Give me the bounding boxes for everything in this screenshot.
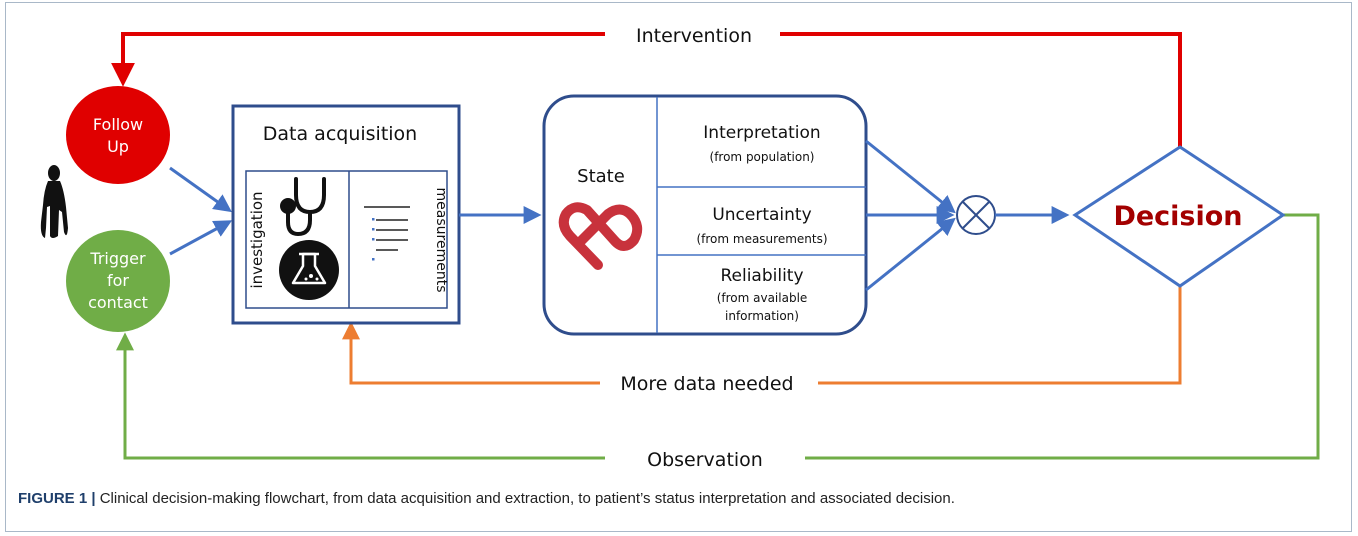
document-list-icon	[364, 206, 410, 261]
arrow-trigger-to-acquisition	[169, 220, 233, 256]
figure-caption: FIGURE 1 | Clinical decision-making flow…	[18, 490, 1338, 507]
state-box: State Interpretation (from population) U…	[542, 94, 868, 336]
decision-label: Decision	[1113, 201, 1242, 232]
heart-knot-icon	[558, 202, 643, 270]
arrow-followup-to-acquisition	[169, 166, 232, 213]
reliability-sub-1: (from available	[717, 291, 808, 305]
multiply-circle-icon	[956, 195, 996, 235]
trigger-line-1: Trigger	[89, 249, 146, 268]
reliability-sub-2: information)	[725, 309, 799, 323]
data-acquisition-title: Data acquisition	[263, 123, 417, 145]
stethoscope-icon	[280, 177, 326, 237]
investigation-label: investigation	[248, 191, 266, 288]
observation-label: Observation	[647, 449, 763, 471]
trigger-line-2: for	[107, 271, 129, 290]
follow-up-node: Follow Up	[66, 86, 170, 184]
follow-up-line-2: Up	[107, 137, 129, 156]
trigger-node: Trigger for contact	[66, 230, 170, 332]
caption-text: Clinical decision-making flowchart, from…	[99, 490, 955, 507]
more-data-label: More data needed	[620, 373, 793, 395]
uncertainty-label: Uncertainty	[712, 205, 811, 225]
figure-label: FIGURE 1 |	[18, 490, 96, 507]
data-acquisition-box: Data acquisition investigation measureme…	[231, 104, 461, 325]
arrow-interpretation-to-combiner	[865, 139, 956, 214]
person-silhouette-icon	[40, 165, 68, 238]
arrow-reliability-to-combiner	[865, 217, 956, 292]
measurements-label: measurements	[433, 188, 449, 293]
reliability-label: Reliability	[720, 266, 803, 286]
intervention-label: Intervention	[636, 25, 752, 47]
interpretation-sub: (from population)	[710, 150, 815, 164]
decision-node: Decision	[1072, 145, 1286, 288]
follow-up-line-1: Follow	[93, 115, 143, 134]
flask-icon	[279, 240, 339, 300]
interpretation-label: Interpretation	[703, 123, 820, 143]
intervention-loop: Intervention	[111, 25, 1182, 171]
observation-loop: Observation	[116, 213, 1320, 471]
state-label: State	[577, 166, 625, 187]
more-data-loop: More data needed	[342, 286, 1182, 395]
uncertainty-sub: (from measurements)	[696, 232, 827, 246]
trigger-line-3: contact	[88, 293, 148, 312]
